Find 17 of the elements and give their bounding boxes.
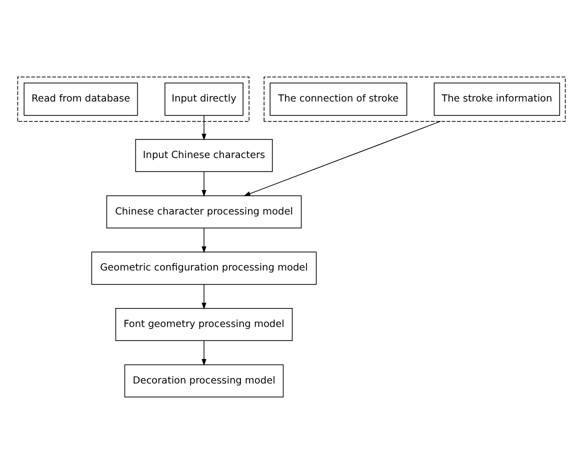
cluster: [17, 76, 250, 122]
cluster: [264, 76, 566, 122]
node-box: Geometric configuration processing model: [91, 251, 317, 284]
node-box: Read from database: [24, 82, 138, 116]
node-box: Font geometry processing model: [115, 307, 293, 341]
node-box: Input Chinese characters: [135, 138, 273, 172]
node-box: Input directly: [164, 82, 244, 116]
arrow: [202, 170, 206, 196]
arrow: [244, 120, 441, 196]
node-box: Chinese character processing model: [106, 194, 302, 228]
node-box: Decoration processing model: [124, 364, 284, 397]
node-box: The stroke information: [434, 82, 560, 116]
arrow: [202, 227, 206, 253]
arrow: [202, 340, 206, 366]
node-box: The connection of stroke: [270, 82, 408, 116]
arrow: [202, 114, 206, 140]
arrow: [202, 284, 206, 309]
